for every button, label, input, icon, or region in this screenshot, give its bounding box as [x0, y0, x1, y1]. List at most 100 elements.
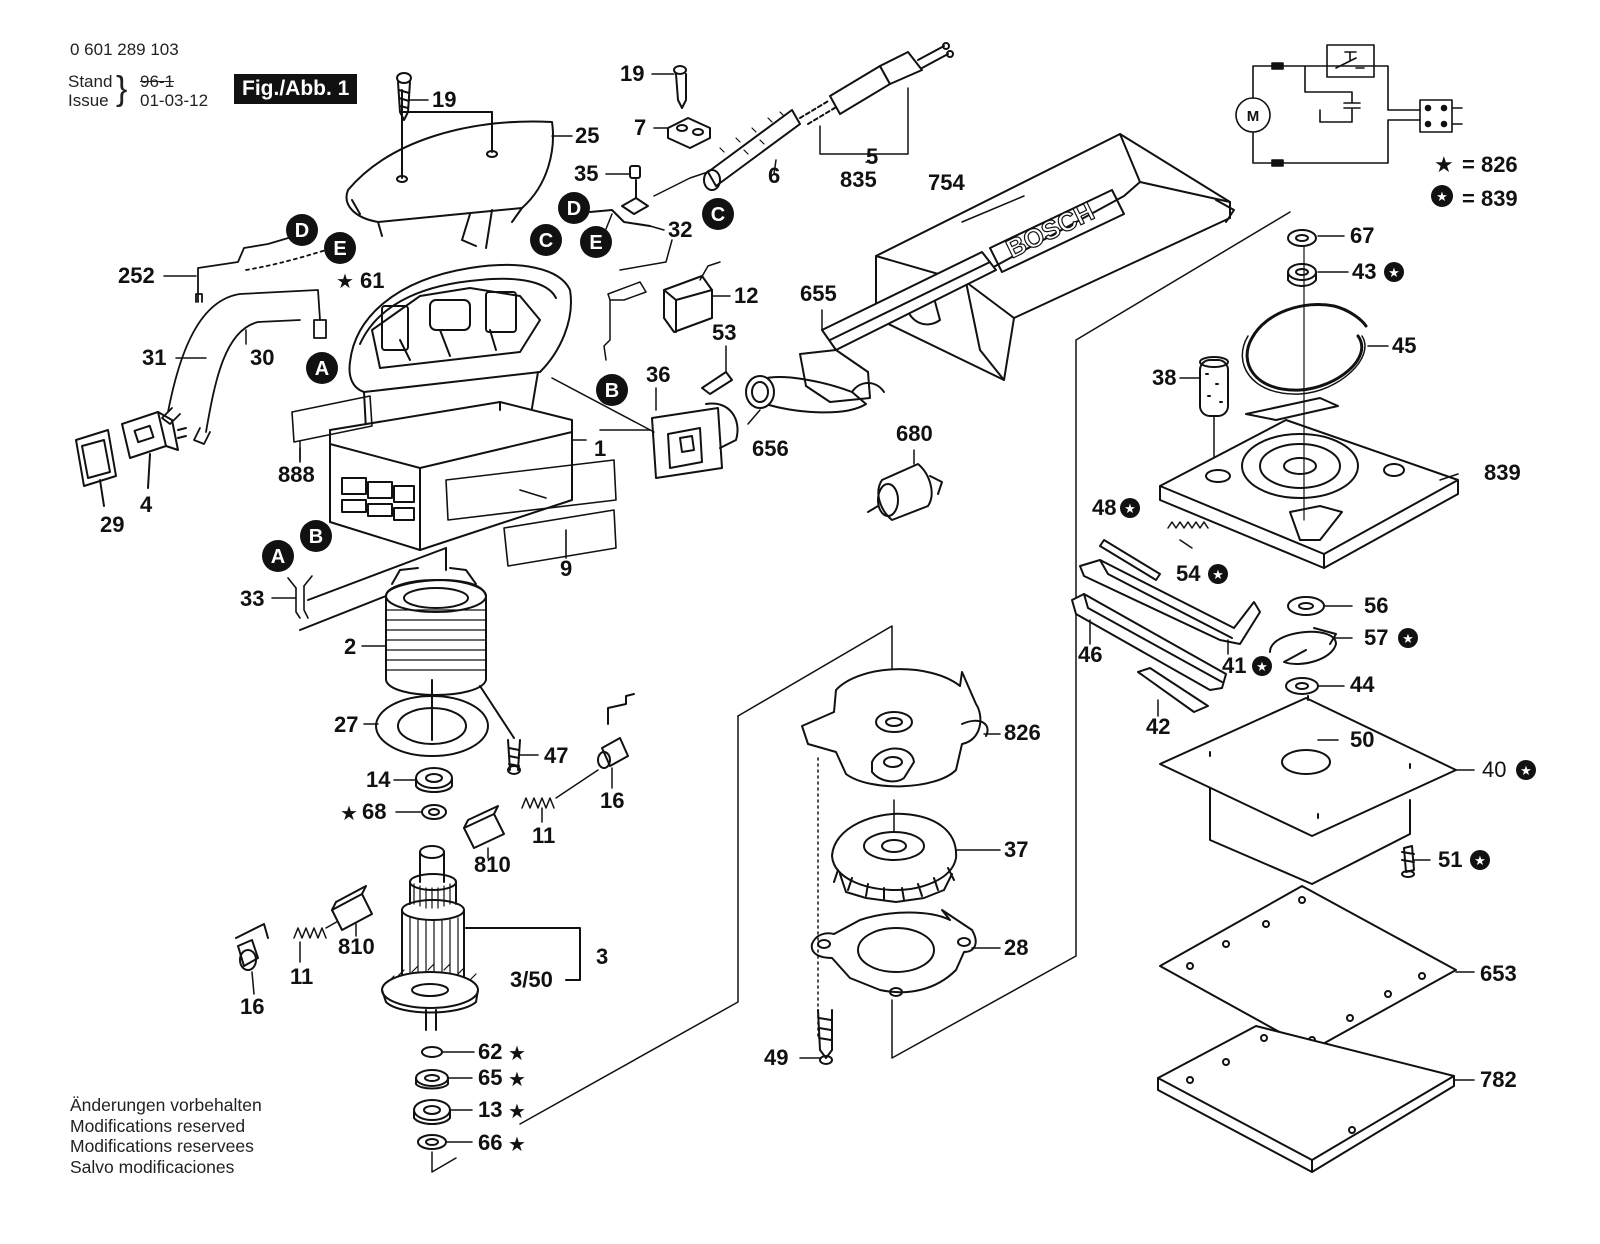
- part-label: 35: [574, 161, 599, 186]
- connector-letter: A: [271, 546, 285, 568]
- gasket-27: [375, 679, 489, 757]
- star-icon: ★: [508, 1067, 526, 1091]
- plate-28: [810, 211, 1291, 1059]
- connector-letters: D E A C D E C B A B: [271, 198, 725, 568]
- part-label: 50: [1350, 727, 1375, 752]
- svg-text:★: ★: [1124, 502, 1136, 517]
- fan-37: [831, 799, 958, 903]
- connector-letter: C: [539, 230, 553, 252]
- part-label: 46: [1078, 642, 1103, 667]
- part-number: 0 601 289 103: [70, 40, 179, 59]
- part-label: 12: [734, 283, 759, 308]
- pad-38: [1199, 356, 1229, 471]
- connector-C-cable: [702, 198, 734, 230]
- star-icon: ★: [508, 1132, 526, 1156]
- part-label: 11: [290, 964, 314, 989]
- part-label: 41: [1222, 653, 1247, 678]
- part-label: 782: [1480, 1067, 1517, 1092]
- ring-45: [1241, 303, 1368, 395]
- bearings-62-65-13-66: [413, 1046, 457, 1173]
- part-label: 49: [764, 1045, 789, 1070]
- issue-date: 01-03-12: [140, 91, 209, 110]
- part-label: 37: [1004, 837, 1029, 862]
- notice-line: Änderungen vorbehalten: [70, 1095, 262, 1115]
- sanding-pad-653: [1159, 885, 1457, 1051]
- svg-text:★: ★: [1388, 266, 1400, 281]
- part-label: 36: [646, 362, 671, 387]
- rails-41-46-42: [1071, 559, 1261, 713]
- part-label: 3/50: [510, 967, 553, 992]
- connector-markers: [262, 192, 734, 572]
- part-label: 51: [1438, 847, 1463, 872]
- svg-text:★: ★: [1212, 568, 1224, 583]
- part-label: 14: [366, 767, 391, 792]
- part-label: 2: [344, 634, 357, 659]
- part-label: 3: [596, 944, 609, 969]
- part-label: 6: [768, 163, 781, 188]
- circuit-diagram: M: [1235, 44, 1463, 167]
- part-label: 11: [532, 823, 556, 848]
- connector-letter: E: [333, 238, 346, 260]
- armature-3: [381, 845, 581, 1031]
- part-label: 43: [1352, 259, 1377, 284]
- connector-D-mid: [558, 192, 590, 224]
- part-label: 68: [362, 799, 387, 824]
- part-label: 45: [1392, 333, 1417, 358]
- issue-old: 96-1: [140, 72, 175, 91]
- nut-67-bearing-43: [1287, 229, 1317, 287]
- svg-text:★: ★: [1436, 190, 1448, 205]
- part-label: 44: [1350, 672, 1375, 697]
- stand-label: Stand: [68, 72, 113, 91]
- part-label: 32: [668, 217, 693, 242]
- part-label: 839: [1484, 460, 1521, 485]
- badge-stars: ★ ★ ★ ★ ★ ★ ★ ★: [1124, 190, 1532, 869]
- part-label: 7: [634, 115, 647, 140]
- star-badge-icon: [1384, 262, 1404, 282]
- marker-symbols: ★ ★ ★ ★ ★ ★ ★: [336, 153, 1536, 1156]
- notice-line: Salvo modificaciones: [70, 1156, 235, 1177]
- part-label: 48: [1092, 495, 1117, 520]
- motor-symbol-label: M: [1247, 108, 1260, 125]
- suppressor-12: [603, 239, 721, 361]
- star-badge-icon: [1120, 498, 1140, 518]
- part-label: 252: [118, 263, 155, 288]
- connector-letter: D: [567, 198, 581, 220]
- part-label: 1: [594, 436, 607, 461]
- notice-line: Modifications reserved: [70, 1115, 246, 1136]
- screw-47: [479, 685, 521, 775]
- connector-letter: A: [315, 358, 329, 380]
- pin-48-spring-54: [1099, 521, 1209, 581]
- part-label: 42: [1146, 714, 1171, 739]
- part-label: 19: [620, 61, 645, 86]
- part-label: 655: [800, 281, 837, 306]
- terminal-block-35: [589, 165, 651, 245]
- issue-label: Issue: [68, 91, 109, 110]
- connector-B-mid: [596, 374, 628, 406]
- switch-4-and-cap-29: [75, 411, 187, 507]
- part-label: 810: [338, 934, 375, 959]
- part-label: 888: [278, 462, 315, 487]
- housing-1: [329, 263, 573, 551]
- carbon-brushes-810: [331, 805, 505, 931]
- sanding-sheet-782: [1157, 1025, 1455, 1173]
- connector-letter: C: [711, 204, 725, 226]
- screw-51: [1401, 845, 1415, 878]
- part-label: 16: [600, 788, 625, 813]
- part-label: 4: [140, 492, 153, 517]
- star-badge-icon: [1516, 760, 1536, 780]
- wiring-left: [161, 235, 327, 445]
- part-label: 653: [1480, 961, 1517, 986]
- connector-letter: B: [309, 526, 323, 548]
- connector-A-low: [262, 540, 294, 572]
- part-label: 65: [478, 1065, 503, 1090]
- legend-star: = 826: [1462, 152, 1518, 177]
- part-label: 67: [1350, 223, 1375, 248]
- connector-B-low: [300, 520, 332, 552]
- connector-letter: B: [605, 380, 619, 402]
- filter-680: [867, 449, 943, 521]
- fan-housing-826: [519, 625, 989, 1125]
- part-label: 29: [100, 512, 125, 537]
- connector-E-mid: [580, 226, 612, 258]
- leader-lines: [163, 73, 1475, 1143]
